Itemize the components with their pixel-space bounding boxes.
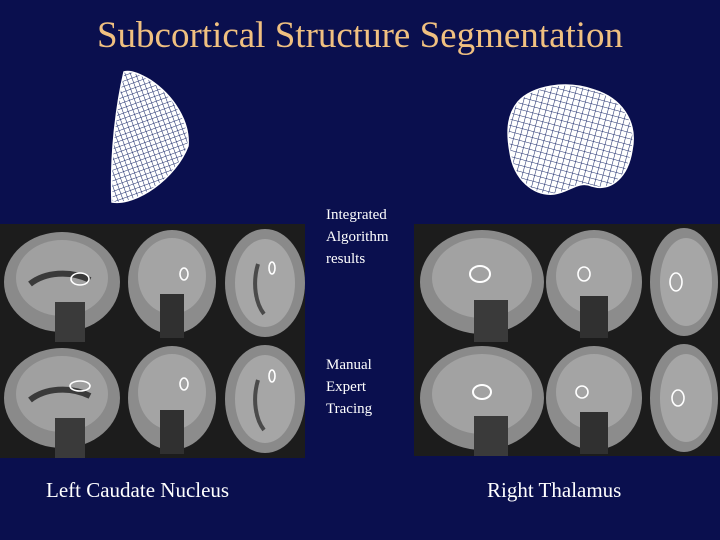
label-line: results xyxy=(326,251,366,267)
left-caption: Left Caudate Nucleus xyxy=(46,478,230,502)
axial-slice xyxy=(225,345,305,453)
integrated-algorithm-label: Integrated Algorithm results xyxy=(326,204,389,270)
coronal-slice xyxy=(546,230,642,338)
label-line: Integrated xyxy=(326,207,387,223)
caudate-mesh-render xyxy=(106,66,192,210)
axial-slice xyxy=(650,228,718,336)
label-line: Expert xyxy=(326,379,366,395)
sagittal-slice xyxy=(420,230,544,342)
label-line: Manual xyxy=(326,357,372,373)
axial-slice xyxy=(650,344,718,452)
manual-tracing-label: Manual Expert Tracing xyxy=(326,354,372,420)
sagittal-slice xyxy=(420,346,544,456)
sagittal-slice xyxy=(4,232,120,342)
thalamus-mesh-render xyxy=(504,80,638,200)
label-line: Tracing xyxy=(326,401,373,417)
right-caption: Right Thalamus xyxy=(487,478,622,502)
thalamus-algorithm-mri-row xyxy=(414,224,720,342)
coronal-slice xyxy=(128,230,216,338)
axial-slice xyxy=(225,229,305,337)
coronal-slice xyxy=(546,346,642,454)
label-line: Algorithm xyxy=(326,229,389,245)
slide-title: Subcortical Structure Segmentation xyxy=(96,15,624,56)
caudate-manual-mri-row xyxy=(0,342,305,458)
caudate-algorithm-mri-row xyxy=(0,224,305,342)
sagittal-slice xyxy=(4,348,120,458)
thalamus-manual-mri-row xyxy=(414,342,720,456)
coronal-slice xyxy=(128,346,216,454)
